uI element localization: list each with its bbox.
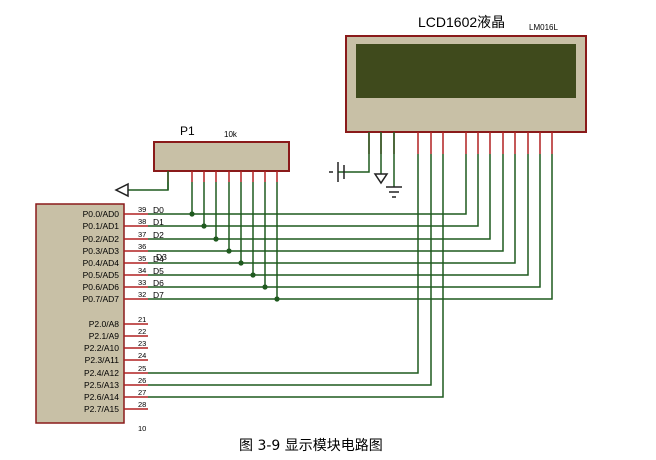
resistor-pack-pins	[167, 171, 278, 182]
control-wire	[148, 154, 444, 398]
lcd-title: LCD1602液晶	[418, 14, 505, 30]
bus-wires	[148, 154, 553, 398]
net-label: D3	[156, 252, 167, 262]
net-label: D2	[153, 230, 164, 240]
mcu-pin-name: P0.6/AD6	[83, 282, 120, 292]
junction-dot	[189, 211, 195, 217]
mcu-pin-number: 10	[138, 424, 146, 433]
mcu-pin-name: P2.7/A15	[84, 404, 119, 414]
mcu-pin-number: 27	[138, 388, 146, 397]
mcu-pin-number: 24	[138, 351, 146, 360]
junction-dot	[226, 248, 232, 254]
mcu-pin-number: 34	[138, 266, 146, 275]
resistor-pack-body	[153, 141, 290, 172]
net-label: D5	[153, 266, 164, 276]
mcu-pin-name: P2.0/A8	[89, 319, 120, 329]
mcu-pin-name: P0.2/AD2	[83, 234, 120, 244]
data-wire	[148, 154, 516, 264]
mcu-pin-name: P2.4/A12	[84, 368, 119, 378]
junction-dot	[262, 284, 268, 290]
mcu-pin-name: P0.0/AD0	[83, 209, 120, 219]
data-wire	[148, 154, 467, 215]
mcu-pin-number: 25	[138, 364, 146, 373]
mcu-pin-number: 38	[138, 217, 146, 226]
mcu-pin-number: 23	[138, 339, 146, 348]
mcu-pin-number: 32	[138, 290, 146, 299]
lcd-screen	[356, 44, 576, 98]
junction-dot	[213, 236, 219, 242]
mcu-pin-name: P0.7/AD7	[83, 294, 120, 304]
vee-symbol-icon	[373, 132, 389, 185]
data-wire	[148, 154, 479, 227]
mcu-pin-number: 21	[138, 315, 146, 324]
mcu-pin-number: 36	[138, 242, 146, 251]
ground-symbol-icon	[386, 132, 402, 198]
data-wire	[148, 154, 504, 252]
figure-caption: 图 3-9 显示模块电路图	[239, 438, 383, 454]
mcu-pin-number: 37	[138, 230, 146, 239]
lcd-module: LCD1602液晶 LM016L	[345, 14, 587, 133]
mcu-pin-name: P2.3/A11	[85, 355, 120, 365]
mcu-pin-number: 33	[138, 278, 146, 287]
net-label: D0	[153, 205, 164, 215]
lcd-pins	[368, 132, 553, 154]
mcu-pin-name: P0.4/AD4	[83, 258, 120, 268]
lcd-model: LM016L	[529, 23, 558, 32]
data-wire	[148, 154, 541, 288]
junction-dot	[250, 272, 256, 278]
resistor-pack-ref: P1	[180, 124, 195, 138]
mcu-pin-name: P0.1/AD1	[83, 221, 120, 231]
data-wire	[148, 154, 491, 240]
net-label: D7	[153, 290, 164, 300]
mcu-pin-name: P2.6/A14	[84, 392, 119, 402]
junction-dot	[274, 296, 280, 302]
mcu-pin-number: 26	[138, 376, 146, 385]
mcu-pin-name: P2.2/A10	[84, 343, 119, 353]
mcu-pin-name: P0.3/AD3	[83, 246, 120, 256]
net-label: D6	[153, 278, 164, 288]
mcu-pin-number: 22	[138, 327, 146, 336]
mcu-pin-number: 39	[138, 205, 146, 214]
data-wire	[148, 154, 553, 300]
data-wire	[148, 154, 529, 276]
mcu-pin-name: P0.5/AD5	[83, 270, 120, 280]
junction-dot	[238, 260, 244, 266]
net-label: D4	[153, 254, 164, 264]
control-wire	[148, 154, 432, 386]
microcontroller-body	[35, 203, 125, 424]
junction-dot	[201, 223, 207, 229]
mcu-pin-number: 35	[138, 254, 146, 263]
mcu-pin-number: 28	[138, 400, 146, 409]
resistor-pack-p1: P1 10k	[153, 124, 290, 172]
mcu-pin-name: P2.1/A9	[89, 331, 120, 341]
supply-symbol-icon	[329, 132, 370, 182]
resistor-pack-value: 10k	[224, 130, 238, 139]
mcu-pin-name: P2.5/A13	[84, 380, 119, 390]
net-label: D1	[153, 217, 164, 227]
power-arrow-icon	[114, 171, 169, 198]
control-wire	[148, 154, 419, 374]
